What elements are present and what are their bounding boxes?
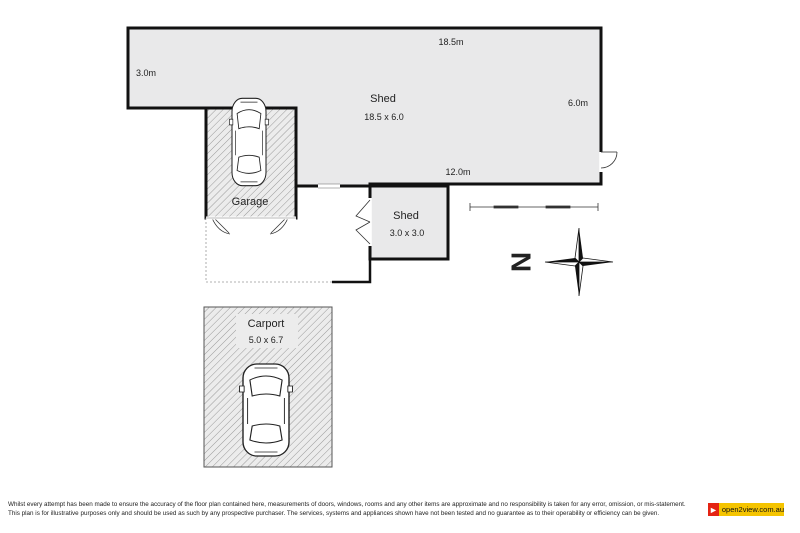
shed-small-label: Shed xyxy=(393,210,419,222)
carport-label: Carport xyxy=(248,318,285,330)
scale-bar xyxy=(469,203,599,211)
open-area-wall xyxy=(294,186,372,284)
dim-top-length: 18.5m xyxy=(438,37,463,47)
shed-main-door xyxy=(599,151,618,172)
open2view-logo[interactable]: ► open2view.com.au xyxy=(708,503,784,516)
disclaimer-line-2: This plan is for illustrative purposes o… xyxy=(8,510,660,517)
garage-door xyxy=(206,216,296,235)
disclaimer-line-1: Whilst every attempt has been made to en… xyxy=(8,501,686,508)
shed-main-floor xyxy=(126,26,603,188)
shed-main-label: Shed xyxy=(370,93,396,105)
carport-label-bg xyxy=(236,314,298,348)
logo-text: open2view.com.au xyxy=(721,505,784,514)
carport-size: 5.0 x 6.7 xyxy=(249,335,284,345)
shed-small-floor xyxy=(368,184,450,261)
compass-icon xyxy=(544,227,614,297)
disclaimer: Whilst every attempt has been made to en… xyxy=(8,500,698,518)
garage-label: Garage xyxy=(232,196,269,208)
dim-left-depth: 3.0m xyxy=(136,68,156,78)
shed-small-size: 3.0 x 3.0 xyxy=(390,228,425,238)
car-icon xyxy=(238,363,294,457)
shed-small-door xyxy=(355,198,372,246)
north-label: N xyxy=(505,252,536,272)
dim-right-depth: 6.0m xyxy=(568,98,588,108)
car-icon xyxy=(228,97,270,187)
open-area-outline xyxy=(205,218,332,283)
dim-inner-length: 12.0m xyxy=(445,167,470,177)
shed-main-size: 18.5 x 6.0 xyxy=(364,112,404,122)
logo-mark-icon: ► xyxy=(708,503,719,516)
